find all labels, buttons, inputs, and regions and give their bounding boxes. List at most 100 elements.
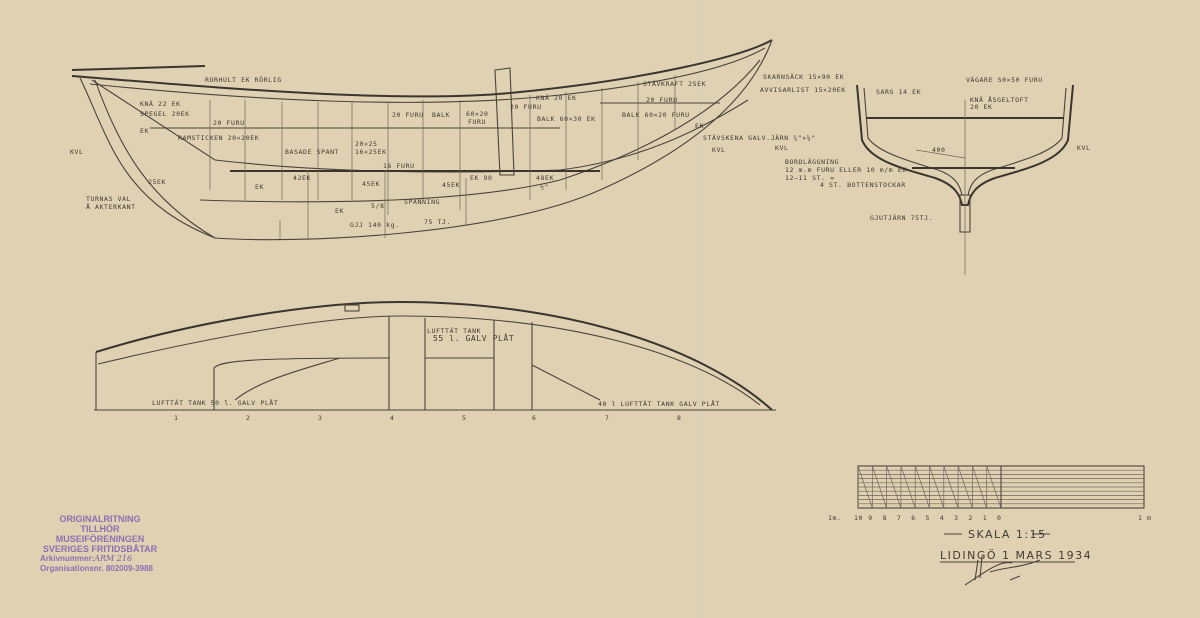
profile-label: EK <box>335 207 344 215</box>
deck-plan-view: LUFTTÄT TANK 55 l. GALV PLÅT LUFTTÄT TAN… <box>94 300 776 422</box>
station-number: 8 <box>677 414 682 422</box>
profile-label: KNÄ 20 EK <box>536 93 577 102</box>
profile-label: 75 TJ. <box>424 218 451 226</box>
scale-unit: 1 m <box>1138 514 1152 522</box>
plan-label: 40 l LUFTTÄT TANK GALV PLÅT <box>598 399 720 408</box>
station-number: 5 <box>462 414 467 422</box>
profile-label: BASADE SPANT <box>285 148 339 156</box>
profile-label: KVL <box>712 146 726 154</box>
profile-label: 42EK <box>293 174 311 182</box>
profile-label: 20 FURU <box>392 111 424 119</box>
profile-label: EK <box>695 122 704 130</box>
scale-tick-label: 8 <box>883 514 888 522</box>
profile-label: EK <box>255 183 264 191</box>
profile-label: SPÄNNING <box>404 197 440 206</box>
profile-label: TURNAS VAL <box>86 195 131 203</box>
profile-label: RORHULT EK RÖRLIG <box>205 75 282 84</box>
station-number: 2 <box>246 414 251 422</box>
scale-tick-label: 6 <box>911 514 916 522</box>
profile-label: GJJ 140 kg. <box>350 221 400 229</box>
station-number: 4 <box>390 414 395 422</box>
midship-section: SKARNSÄCK 15×90 EK AVVISARLIST 15×20EK S… <box>760 72 1091 275</box>
profile-view: RORHULT EK RÖRLIG KNÄ 22 EK SPEGEL 20EK … <box>70 39 816 241</box>
stamp-arkiv-label: Arkivnummer: <box>40 554 95 563</box>
scale-diagonal <box>857 465 873 509</box>
section-label: 12 m.m FURU ELLER 10 m/m EK <box>785 166 907 174</box>
stamp-line: TILLHÖR MUSEIFÖRENINGEN <box>55 524 145 544</box>
scale-tick-label: 4 <box>940 514 945 522</box>
scale-diagonal <box>914 465 930 509</box>
scale-diagonal <box>972 465 988 509</box>
profile-label: EK <box>140 127 149 135</box>
scale-tick-label: 5 <box>926 514 931 522</box>
plan-label: LUFTTÄT TANK <box>427 326 481 335</box>
section-label: SARG 14 EK <box>876 88 921 96</box>
profile-label: BALK 60×20 FURU <box>622 111 690 119</box>
stamp-line: ORIGINALRITNING <box>59 514 141 524</box>
profile-label: 25EK <box>148 178 166 186</box>
section-label: 20 EK <box>970 103 993 111</box>
scale-diagonal <box>943 465 959 509</box>
scale-tick-label: 2 <box>968 514 973 522</box>
plan-label: 55 l. GALV PLÅT <box>433 332 514 343</box>
profile-label: 45EK <box>442 181 460 189</box>
scale-unit: 1m. <box>828 514 842 522</box>
profile-label: 16 FURU <box>383 162 415 170</box>
profile-label: SPEGEL 20EK <box>140 110 190 118</box>
profile-label: 20 FURU <box>213 119 245 127</box>
profile-label: 20 FURU <box>646 96 678 104</box>
profile-label: 20×25 <box>355 140 378 148</box>
stamp-arkiv-value: ARM 216 <box>94 554 133 563</box>
profile-label: 48EK <box>536 174 554 182</box>
profile-label: FURU <box>468 118 486 126</box>
place-date: LIDINGÖ 1 MARS 1934 <box>940 549 1092 562</box>
profile-label: KVL <box>70 148 84 156</box>
scale-diagonal <box>929 465 945 509</box>
scale-tick-label: 10 <box>854 514 863 522</box>
profile-label: 45EK <box>362 180 380 188</box>
section-label: KVL <box>1077 144 1091 152</box>
stamp-line: SVERIGES FRITIDSBÅTAR <box>42 544 158 554</box>
stamp-org-value: 802009-3988 <box>105 564 153 573</box>
station-number: 6 <box>532 414 537 422</box>
scale-tick-label: 7 <box>897 514 902 522</box>
scale-diagonal <box>957 465 973 509</box>
station-number: 3 <box>318 414 323 422</box>
section-label: 12–11 ST. = <box>785 174 835 182</box>
scale-tick-label: 0 <box>997 514 1002 522</box>
section-label: 4 ST. BOTTENSTOCKAR <box>820 181 906 189</box>
profile-label: EK 90 <box>470 174 493 182</box>
profile-label: 60×20 <box>466 110 489 118</box>
profile-label: 16×25EK <box>355 148 387 156</box>
scale-tick-label: 1 <box>983 514 988 522</box>
station-number: 1 <box>174 414 179 422</box>
profile-label: 5/8 <box>371 202 385 210</box>
station-numbers: 1 2 3 4 5 6 7 8 <box>174 414 682 422</box>
profile-label: KNÄ 22 EK <box>140 99 181 108</box>
section-label: KVL <box>775 144 789 152</box>
scale-diagonal <box>871 465 887 509</box>
signature <box>964 555 1041 586</box>
profile-label: STÄVSKENA GALV.JÄRN ¾"×¼" <box>703 133 816 142</box>
section-label: GJUTJÄRN 75TJ. <box>870 213 933 222</box>
scale-diagonal <box>886 465 902 509</box>
section-label: VÄGARE 50×50 FURU <box>966 75 1043 84</box>
profile-label: BALK 60×30 EK <box>537 115 596 123</box>
stamp-org-label: Organisationsnr. <box>40 564 104 573</box>
section-label: SKARNSÄCK 15×90 EK <box>763 72 844 81</box>
scale-diagonal <box>900 465 916 509</box>
scale-tick-label: 9 <box>868 514 873 522</box>
profile-label: BALK <box>432 111 450 119</box>
scale-tick-label: 3 <box>954 514 959 522</box>
station-number: 7 <box>605 414 610 422</box>
profile-label: ½" <box>540 183 549 191</box>
section-label: 400 <box>932 146 946 154</box>
plan-label: LUFTTÄT TANK 50 l. GALV PLÅT <box>152 398 278 407</box>
scale-diagonal <box>986 465 1002 509</box>
archive-stamp: ORIGINALRITNING TILLHÖR MUSEIFÖRENINGEN … <box>40 514 160 574</box>
section-label: BORDLÄGGNING <box>785 157 839 166</box>
profile-label: Å AKTERKANT <box>86 202 136 211</box>
